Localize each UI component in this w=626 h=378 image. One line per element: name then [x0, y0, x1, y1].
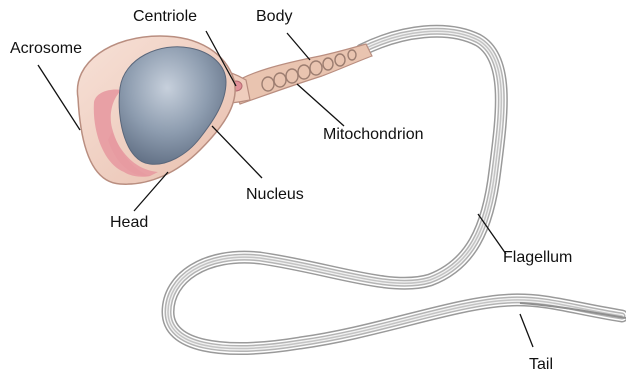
body-label: Body	[256, 8, 292, 26]
flagellum-label: Flagellum	[503, 249, 572, 267]
head-label: Head	[110, 214, 148, 232]
acrosome-label: Acrosome	[10, 40, 82, 58]
body-leader	[287, 33, 310, 60]
nucleus-label: Nucleus	[246, 186, 304, 204]
mitochondrion-leader	[297, 84, 344, 126]
tail-leader	[520, 314, 533, 347]
mitochondrion-label: Mitochondrion	[323, 126, 424, 144]
centriole-label: Centriole	[133, 8, 197, 26]
midpiece	[232, 44, 372, 104]
acrosome-leader	[38, 65, 80, 130]
nucleus-shape	[119, 47, 226, 165]
tail-label: Tail	[529, 356, 553, 374]
nucleus-leader	[212, 126, 262, 178]
